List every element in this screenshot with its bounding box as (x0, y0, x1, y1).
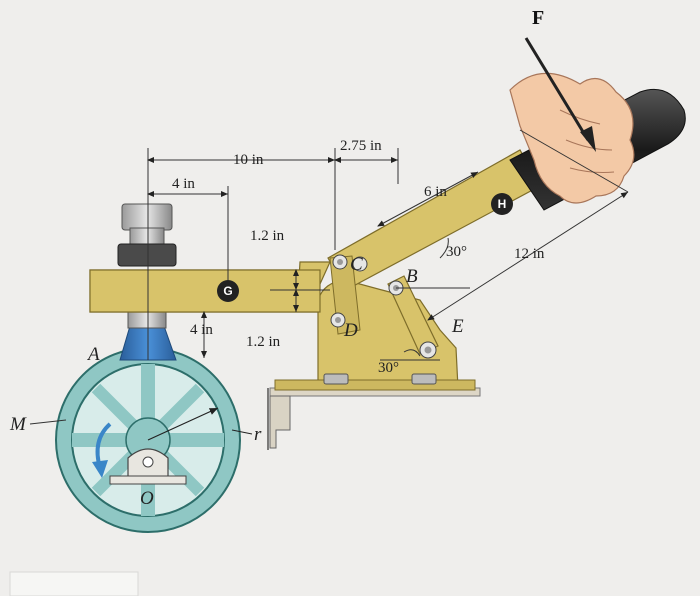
dim-2-75in: 2.75 in (340, 138, 382, 154)
dim-10in: 10 in (233, 152, 264, 168)
adjust-bolt (117, 203, 177, 267)
label-b: B (406, 266, 418, 287)
pin-c2 (352, 256, 368, 272)
clamp-arm-body (89, 269, 321, 313)
dim-4in-side: 4 in (190, 322, 213, 338)
label-c: C (350, 254, 363, 275)
bottom-panel (9, 571, 139, 596)
label-r: r (254, 424, 262, 445)
dimension-lines (147, 129, 629, 361)
moment-arrowhead (92, 460, 108, 478)
force-arrowhead (580, 126, 596, 152)
force-label: F (532, 7, 544, 29)
label-a: A (86, 344, 100, 365)
pin-e (419, 341, 437, 359)
label-o: O (140, 488, 154, 509)
point-h-marker: H (491, 193, 513, 215)
pin-d (330, 312, 346, 328)
radius-leader (231, 429, 253, 435)
svg-text:G: G (223, 284, 232, 298)
label-d: D (343, 320, 358, 341)
radius-line (147, 407, 219, 441)
dim-1-2in-lower: 1.2 in (246, 334, 281, 350)
dim-6in: 6 in (424, 184, 447, 200)
table-ground (267, 387, 481, 450)
label-m: M (9, 414, 27, 435)
pin-c (332, 254, 348, 270)
svg-text:H: H (498, 197, 507, 211)
dim-1-2in-upper: 1.2 in (250, 228, 285, 244)
angle-upper: 30° (446, 244, 467, 260)
moment-leader (29, 419, 67, 425)
force-arrow (524, 37, 590, 141)
angle-lower: 30° (378, 360, 399, 376)
label-e: E (451, 316, 464, 337)
dim-4in-top: 4 in (172, 176, 195, 192)
dim-12in: 12 in (514, 246, 545, 262)
point-g-marker: G (217, 280, 239, 302)
link-be (387, 275, 439, 355)
